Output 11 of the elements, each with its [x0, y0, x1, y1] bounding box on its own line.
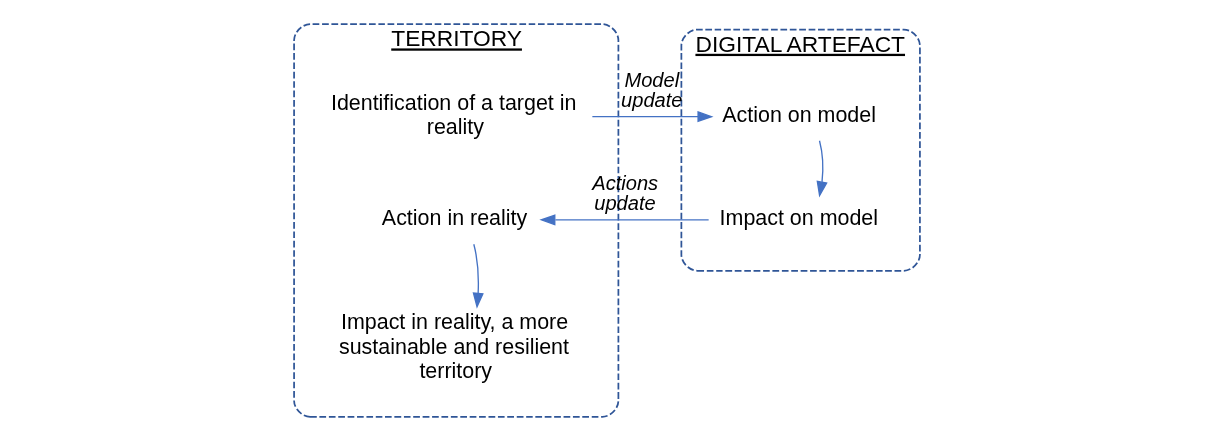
node-text: Action on model — [721, 102, 876, 127]
node-text: Impact on model — [719, 205, 878, 230]
arrow — [591, 111, 713, 123]
edge-label: Model update — [620, 69, 683, 112]
node-text: Action in reality — [381, 205, 527, 230]
arrow — [472, 243, 484, 309]
arrow — [538, 214, 709, 226]
arrow — [816, 140, 828, 198]
node-text: Identification of a target in reality — [330, 90, 576, 139]
edge-label: Actions update — [591, 172, 658, 215]
node-text: Impact in reality, a more sustainable and resilient territory — [338, 310, 569, 383]
